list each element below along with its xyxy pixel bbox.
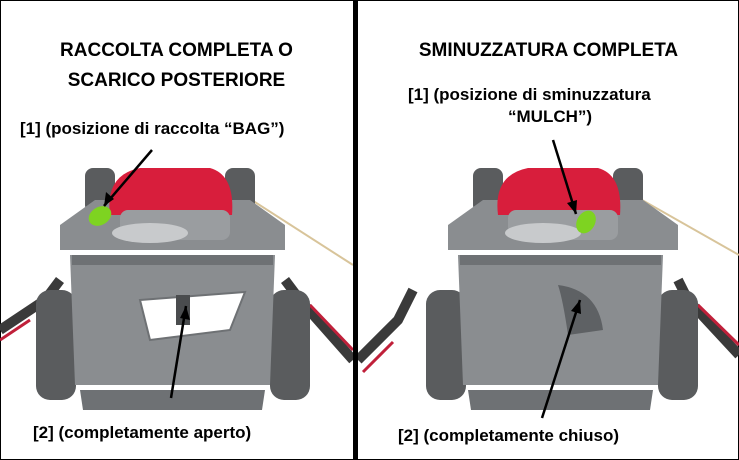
mower-illustration-bag [0,149,353,410]
wheel-left [36,290,76,400]
panel-title-line1: RACCOLTA COMPLETA O [60,40,293,61]
callout-lever-mulch-line2: “MULCH”) [508,106,593,127]
panel-bag-position: RACCOLTA COMPLETA O SCARICO POSTERIORE [… [0,0,353,460]
arrow-2 [169,305,188,399]
engine-cover [109,168,233,215]
flap-open [138,290,247,342]
callout-lever-mulch-line1: [1] (posizione di sminuzzatura [408,84,651,105]
arrow-1 [103,149,153,207]
mower-illustration-mulch [358,139,739,419]
lever-green [88,206,112,226]
panel-title-line2: SCARICO POSTERIORE [67,70,286,91]
panel-title: SMINUZZATURA COMPLETA [418,40,679,61]
wheel-right [270,290,310,400]
callout-flap-open: [2] (completamente aperto) [33,422,252,443]
callout-flap-closed: [2] (completamente chiuso) [398,425,620,446]
panel-mulch-position: SMINUZZATURA COMPLETA [1] (posizione di … [358,0,739,460]
callout-lever-bag: [1] (posizione di raccolta “BAG”) [20,118,285,139]
panel-divider [353,0,358,460]
